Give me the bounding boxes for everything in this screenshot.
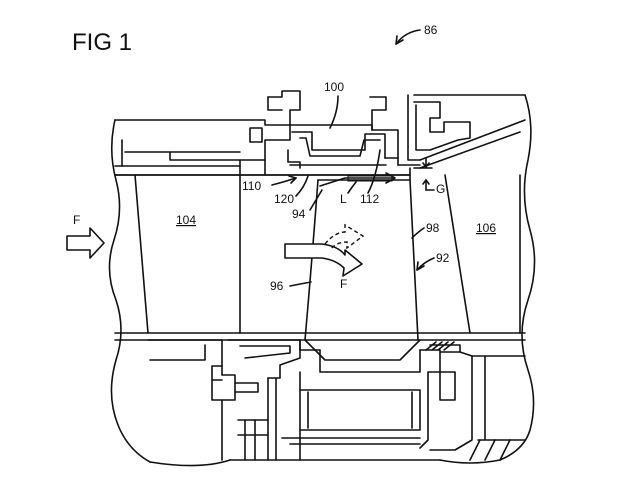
vane-106 [444,174,521,334]
flow-f-left-label: F [73,213,80,227]
ref-g-label: G [436,182,445,196]
ref-120-label: 120 [274,192,294,206]
ref-92-label: 92 [436,251,450,265]
flow-arrow-left [66,227,105,259]
ref-96-label: 96 [270,279,284,293]
ref-96-leader [289,281,312,287]
ref-98-label: 98 [426,221,440,235]
ref-106-label: 106 [476,221,496,235]
gap-g-indicator [413,157,435,191]
ref-104-label: 104 [176,213,196,227]
ref-120-leader [295,175,309,197]
ref-112-label: 112 [360,192,379,206]
ref-100-leader [329,95,339,129]
ref-110-leader [271,175,297,186]
ref-112-leader [367,149,381,194]
vane-104 [134,174,241,334]
ref-94-leader [309,189,323,211]
ref-86-label: 86 [424,23,438,37]
ref-92-arrow [416,257,435,271]
figure-title: FIG 1 [72,29,132,56]
ref-110-label: 110 [242,179,261,193]
flow-arrow-mid [284,223,365,277]
ref-l-leader [347,181,357,194]
lower-rotor-assembly [147,339,526,461]
seal-carrier-100 [267,90,399,169]
casing-boundary [108,94,536,467]
flow-f-mid-label: F [340,277,347,291]
ref-100-label: 100 [324,80,344,94]
ref-l-label: L [340,192,347,206]
upper-right-casing [397,94,526,169]
ref-98-leader [411,227,425,239]
leakage-path [319,172,396,187]
ref-94-label: 94 [292,207,306,221]
ref-86-arrow [395,29,421,45]
